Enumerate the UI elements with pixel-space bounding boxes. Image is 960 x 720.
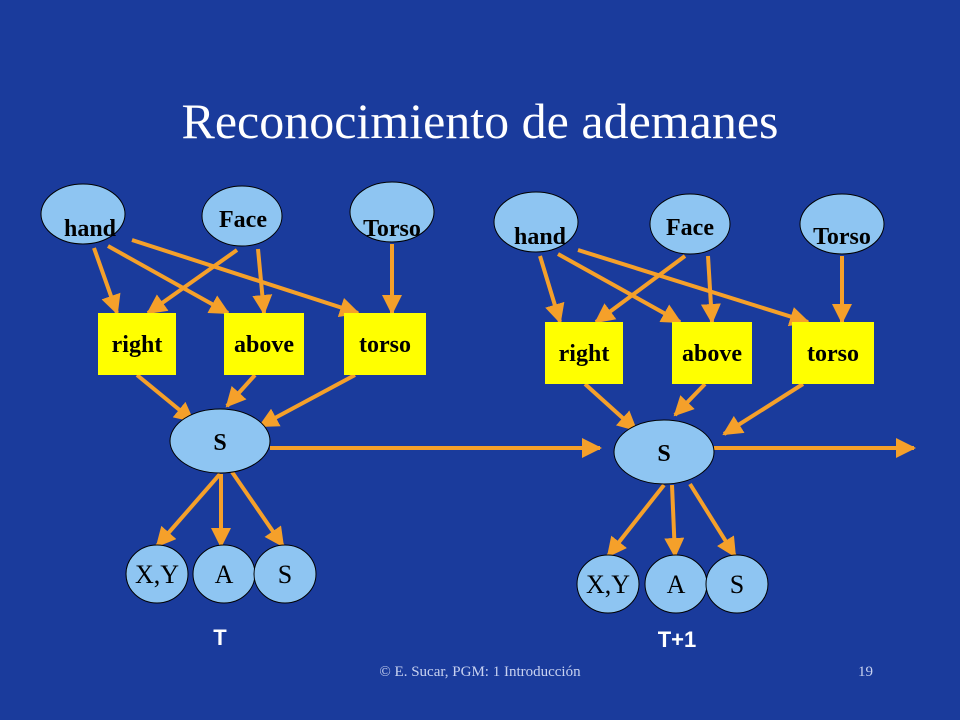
input-node-face-t1 [649,193,731,255]
edge-t-6 [135,373,195,423]
edge-t-2 [131,238,360,317]
edge-t-1 [107,244,230,315]
output-label-1-t1: A [667,570,686,599]
edge-t-11 [230,470,285,548]
edge-t1-3 [594,254,687,324]
input-node-torso-t [349,181,435,243]
edge-t1-0 [538,255,565,324]
edge-t1-8 [722,382,805,436]
feature-label-torso-t1: torso [807,341,859,367]
input-node-torso-t1 [799,193,885,255]
input-label-hand-t: hand [64,216,117,242]
nodes-layer [40,181,885,614]
input-label-torso-t1: Torso [813,224,871,250]
page-number: 19 [858,664,873,680]
input-label-torso-t: Torso [363,216,421,242]
output-node-0-t1 [576,554,640,614]
input-node-face-t [201,185,283,247]
feature-label-right-t: right [112,332,163,358]
feature-box-torso-t1 [792,322,874,384]
footer-credit: © E. Sucar, PGM: 1 Introducción [379,664,581,680]
feature-label-above-t: above [234,332,294,358]
input-node-hand-t1 [493,191,579,253]
output-label-2-t1: S [730,570,744,599]
time-label-t1: T+1 [658,627,697,652]
feature-label-above-t1: above [682,341,742,367]
feature-label-right-t1: right [559,341,610,367]
output-label-0-t1: X,Y [586,570,630,599]
feature-box-above-t [224,313,304,375]
state-label-t1: S [657,441,670,467]
edge-t-8 [258,373,356,428]
edge-t1-6 [583,382,638,432]
feature-label-torso-t: torso [359,332,411,358]
state-label-t: S [213,430,226,456]
output-label-1-t: A [215,560,234,589]
edge-t1-7 [673,382,707,417]
edge-t1-4 [700,255,721,324]
output-node-2-t1 [705,554,769,614]
feature-box-above-t1 [672,322,752,384]
edge-t1-2 [577,248,810,327]
feature-box-torso-t [344,313,426,375]
input-label-hand-t1: hand [514,224,567,250]
slide-title: Reconocimiento de ademanes [181,93,779,149]
feature-box-right-t1 [545,322,623,384]
feature-box-right-t [98,313,176,375]
edge-t-0 [92,247,121,315]
input-label-face-t1: Face [666,215,714,241]
output-node-2-t [253,544,317,604]
time-label-t: T [213,625,227,650]
edge-t1-1 [557,252,682,324]
state-node-t [169,408,271,474]
edge-t1-9 [606,483,666,558]
output-label-0-t: X,Y [135,560,179,589]
edges-layer [92,238,916,558]
edge-t1-10 [664,484,685,558]
edge-t1-11 [688,482,737,558]
edge-t-3 [146,248,239,315]
input-node-hand-t [40,183,126,245]
edge-t-9 [155,472,222,548]
output-label-2-t: S [278,560,292,589]
output-node-0-t [125,544,189,604]
state-node-t1 [613,419,715,485]
edge-t-4 [252,248,273,315]
edge-t-7 [225,373,257,408]
input-label-face-t: Face [219,207,267,233]
